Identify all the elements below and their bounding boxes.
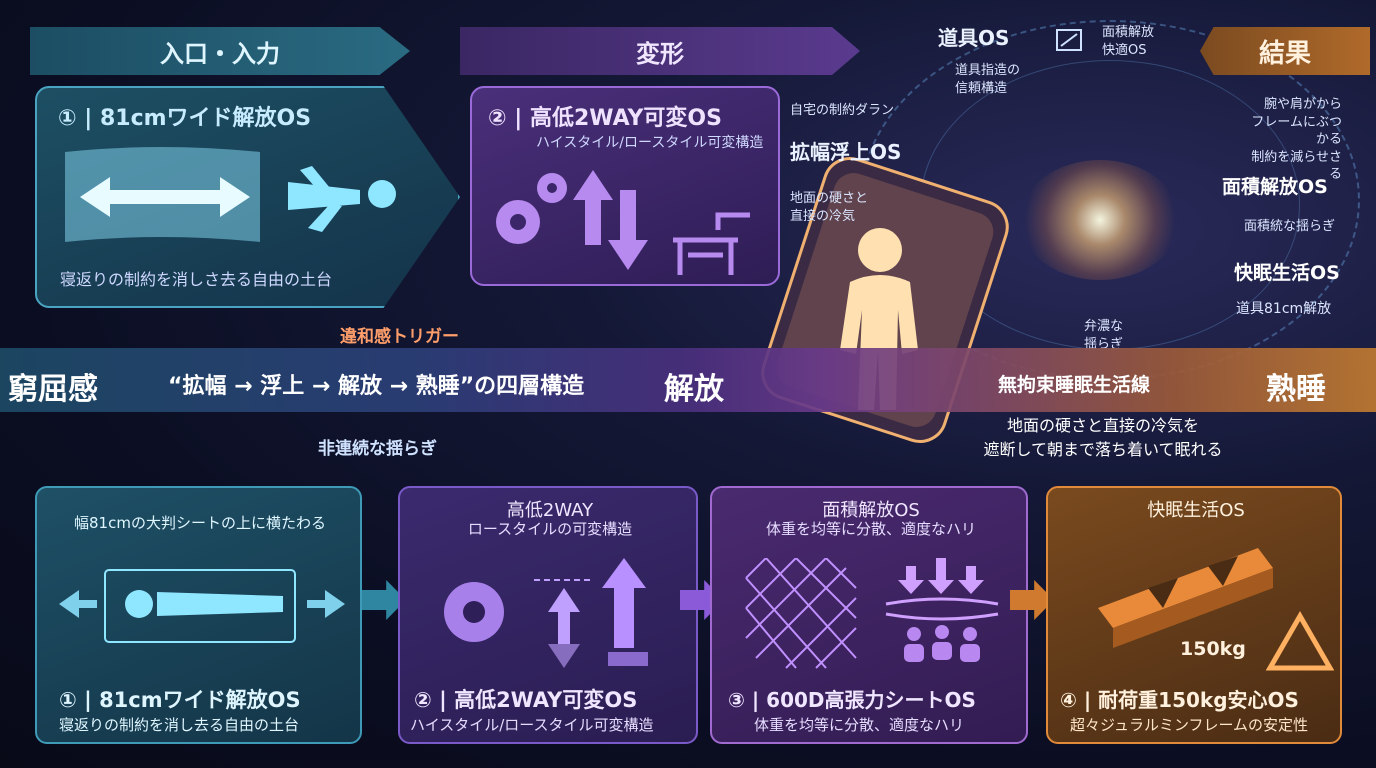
height-adjust-icon [444,558,648,668]
bottom-card-load-caption: 超々ジュラルミンフレームの安定性 [1070,716,1309,734]
bottom-card-2way-caption: ハイスタイル/ロースタイル可変構造 [410,716,654,734]
four-layer-band [0,348,1376,412]
bottom-card-2way-title: ② | 高低2WAY可変OS [414,688,638,712]
discomfort-trigger-label: 違和感トリガー [340,327,459,347]
bottom-card-wide-title: ① | 81cmワイド解放OS [59,688,301,712]
cot-frame-icon [673,212,750,275]
bottom-card-load-header: 快眠生活OS [1147,500,1245,521]
result-note: 腕や肩がから フレームにぶつかる 制約を減らせさる [1251,97,1342,183]
bottom-card-load-title: ④ | 耐荷重150kg安心OS [1060,688,1299,712]
sleep-life-os-label: 快眠生活OS [1234,262,1340,284]
gear-icon-bottom [444,582,504,642]
warning-triangle-icon [1265,610,1335,671]
area-os-small-label: 面積解放 快適OS [1102,25,1155,58]
lying-person-icon [288,166,396,232]
mesh-pressure-icon [745,558,999,669]
band-release-label: 解放 [664,372,724,407]
header-input-arrow: 入口・入力 [30,27,410,75]
bottom-card-wide: 幅81cmの大判シートの上に横たわる ① | 81cmワイド解放OS 寝返りの制… [35,486,362,744]
load-value-label: 150kg [1180,638,1246,660]
header-transform-label: 変形 [636,39,684,68]
area-release-os-label: 面積解放OS [1222,176,1328,198]
band-end-label: 熟睡 [1266,372,1326,407]
bottom-card-tension: 面積解放OS 体重を均等に分散、適度なハリ ③ | 600D高張力シートOS 体… [710,486,1028,744]
frame-icon [1056,29,1082,51]
bottom-card-tension-header: 面積解放OS [822,500,920,521]
gear-icon [496,173,567,244]
discontinuous-sway-label: 非連続な揺らぎ [318,439,437,459]
down-arrows-icon [898,558,984,594]
light-burst [1020,160,1180,280]
top-wide-os-title: ① | 81cmワイド解放OS [58,106,312,131]
bottom-card-tension-caption: 体重を均等に分散、適度なハリ [754,716,965,734]
tool-81-label: 道具81cm解放 [1236,301,1332,317]
widen-float-os-label: 拡幅浮上OS [790,140,902,164]
bottom-card-2way-header: 高低2WAY [506,500,594,521]
home-constraint-label: 自宅の制約ダラン [790,103,895,118]
adjust-mechanism-icon [496,170,750,275]
mesh-icon [745,558,857,669]
tool-os-desc: 道具指造の 信頼構造 [955,63,1021,96]
bottom-card-wide-header: 幅81cmの大判シートの上に横たわる [74,514,326,532]
bottom-card-2way-subheader: ロースタイルの可変構造 [467,520,633,538]
area-sway-label: 面積統な揺らぎ [1244,219,1336,234]
tool-os-label: 道具OS [938,26,1010,50]
frame-beam-icon [1098,548,1335,671]
header-input-label: 入口・入力 [160,39,280,68]
top-wide-os-caption: 寝返りの制約を消しさ去る自由の土台 [60,270,333,289]
bottom-card-wide-caption: 寝返りの制約を消し去る自由の土台 [59,716,300,734]
band-middle-label: “拡幅 → 浮上 → 解放 → 熟睡”の四層構造 [168,374,585,399]
sway-label: 弁濃な 揺らぎ [1084,319,1124,352]
bottom-card-load: 快眠生活OS 150kg ④ | 耐荷重150kg安心OS 超々ジュラルミンフレ… [1046,486,1342,744]
top-2way-os-subtitle: ハイスタイル/ロースタイル可変構造 [536,135,764,151]
top-2way-os-title: ② | 高低2WAY可変OS [488,106,722,131]
bottom-card-tension-subheader: 体重を均等に分散、適度なハリ [765,520,976,538]
bottom-card-tension-title: ③ | 600D高張力シートOS [728,688,976,712]
people-icon [904,625,980,662]
wide-sheet-icon [65,147,396,242]
header-result-label: 結果 [1258,38,1311,69]
band-note: 地面の硬さと直接の冷気を 遮断して朝まで落ち着いて眠れる [983,416,1223,459]
header-transform-arrow: 変形 [460,27,860,75]
bottom-card-2way: 高低2WAY ロースタイルの可変構造 ② | 高低2WAY可変OS ハイスタイル… [398,486,698,744]
band-left-label: 窮屈感 [8,372,98,407]
header-result-arrow: 結果 [1200,27,1370,75]
band-line-label: 無拘束睡眠生活線 [998,374,1151,396]
ground-cold-label: 地面の硬さと 直接の冷気 [790,191,869,224]
lying-on-sheet-icon [59,569,345,643]
up-down-arrow-icon [573,170,648,270]
